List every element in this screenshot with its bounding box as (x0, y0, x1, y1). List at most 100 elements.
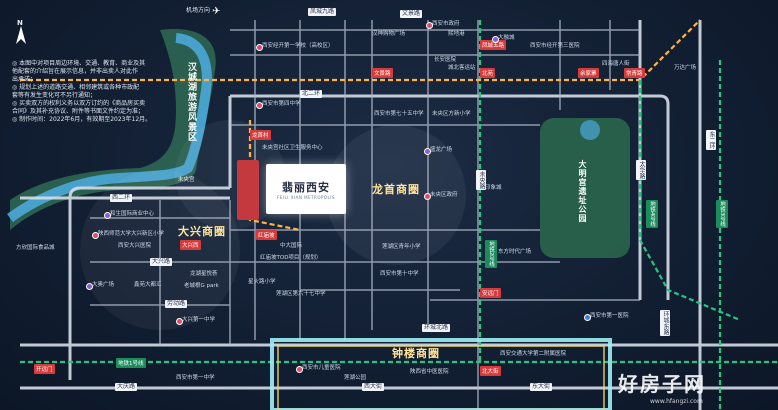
compass-label: N (17, 19, 23, 27)
poi-marker[interactable] (426, 22, 433, 29)
metro-line1-tag: 地铁1号线 (116, 358, 146, 368)
poi-label: 西安市第一医院 (590, 313, 629, 319)
disclaimer-line: ◎ 制作时间：2022年6月，有效期至2023年12月。 (12, 116, 152, 123)
poi-label: 汉神购物广场 (372, 31, 406, 37)
project-marker[interactable] (237, 160, 259, 220)
road-weiyang: 未央路 (476, 170, 486, 190)
poi-label: 城北客运站 (448, 65, 476, 71)
poi-label: 红庙坡TOD项目（规划） (260, 255, 322, 261)
poi-label: 盛龙广场 (430, 147, 453, 153)
poi-marker[interactable] (92, 232, 99, 239)
poi-label: 大融城 (498, 35, 515, 41)
station-beiyuan: 北苑 (480, 68, 496, 78)
river-shape (7, 33, 212, 223)
poi-marker[interactable] (492, 36, 499, 43)
project-sub: FEILI XIAN METROPOLIS (277, 194, 335, 200)
poi-label: 大兴第一中学 (182, 317, 216, 323)
road-bei2: 北二环 (300, 90, 323, 98)
poi-label: 未央区政府 (430, 192, 458, 198)
poi-label: 大奥广场 (92, 282, 115, 288)
road-dong2: 东二环 (706, 130, 716, 150)
road-daqing: 大庆路 (115, 383, 138, 391)
disclaimer-line: 出承诺； (12, 76, 37, 83)
poi-label: 西安交通大学第二附属医院 (500, 351, 567, 357)
metro-line2-tag: 地铁2号线 (485, 240, 497, 268)
poi-label: 莲湖公园 (344, 375, 367, 381)
station-yuhuazhai: 余家寨 (578, 68, 599, 78)
watermark-brand: 好房子网 (618, 372, 706, 396)
poi-marker[interactable] (424, 193, 431, 200)
poi-marker[interactable] (256, 102, 263, 109)
airport-label: 机场方向 (186, 7, 211, 14)
plane-icon: ✈ (212, 6, 221, 17)
poi-marker[interactable] (256, 44, 263, 51)
poi-label: 西安市第一中学 (176, 375, 215, 381)
poi-label: 长安医院 (434, 57, 457, 63)
poi-marker[interactable] (104, 212, 111, 219)
poi-label: 西安经开第一学校（高校区） (262, 43, 334, 49)
disclaimer-line: ◎ 买卖双方的权利义务以双方订约的《商品房买卖 (12, 100, 146, 107)
compass-icon (16, 26, 26, 44)
metro-line4-tag: 地铁4号线 (646, 200, 658, 228)
district-longshou: 龙首商圈 (372, 183, 420, 196)
poi-label: 西安大兴医院 (118, 243, 152, 249)
poi-label: 莲湖区第六十七中学 (276, 291, 326, 297)
project-card[interactable]: 翡丽西安 FEILI XIAN METROPOLIS (266, 164, 346, 214)
poi-label: 西安市儿童医院 (302, 365, 341, 371)
disclaimer-line: 他配套的介绍旨在展示信息，并非出卖人对此作 (12, 68, 139, 75)
poi-marker[interactable] (584, 314, 591, 321)
station-kaiyuanmen: 开远门 (34, 364, 55, 374)
poi-marker[interactable] (296, 366, 303, 373)
road-fengcheng9: 凤城九路 (308, 8, 337, 16)
road-daxing: 大兴路 (150, 258, 173, 266)
station-longshoucun: 龙首村 (250, 130, 271, 140)
station-wenjing: 文景路 (372, 68, 393, 78)
poi-label: 西安市第十中学 (380, 271, 419, 277)
scenic-sub-label: 未央宫 (178, 177, 195, 183)
road-huancheng-n: 环城北路 (422, 324, 451, 332)
poi-label: 西安市第四中学 (262, 101, 301, 107)
poi-label: 未央区方新小学 (432, 111, 471, 117)
poi-label: 中大国际 (280, 243, 303, 249)
disclaimer-line: ◎ 规划上述的道路交通、相邻建筑或各种市政配 (12, 84, 140, 91)
daming-park-label: 大明宫遗址公园 (578, 160, 587, 223)
poi-label: 未央宫社区卫生服务中心 (262, 145, 323, 151)
poi-label: 老城根G park (184, 283, 219, 289)
station-anyuanmen: 安远门 (480, 288, 501, 298)
poi-label: 星火路小学 (248, 279, 276, 285)
disclaimer-line: 套等有发生变化可不另行通知； (12, 92, 97, 99)
scenic-area-label: 汉城湖旅游风景区 (186, 62, 196, 142)
poi-label: 方欣国际食品城 (16, 245, 55, 251)
disclaimer-line: 合同》及其补充协议、附件等书面文件约定为准； (12, 108, 145, 115)
road-wenjing: 文景路 (400, 10, 423, 18)
poi-label: 西安市政府 (432, 21, 460, 27)
district-zhonglou: 钟楼商圈 (392, 347, 440, 360)
poi-label: 西安市第七十五中学 (374, 111, 424, 117)
station-fengcheng5: 凤城五路 (480, 40, 507, 50)
poi-label: 印象城 (485, 185, 502, 191)
poi-label: 陕西省中医医院 (410, 369, 449, 375)
poi-label: 鑫苑大都汇 (134, 282, 162, 288)
poi-label: 四海唐人街 (602, 61, 630, 67)
road-dongdajie: 东大街 (530, 383, 553, 391)
poi-label: 龙湖星悦荟 (190, 271, 218, 277)
road-xidajie: 西大街 (362, 383, 385, 391)
poi-marker[interactable] (176, 318, 183, 325)
station-beidajie: 北大街 (480, 366, 501, 376)
poi-label: 和生国际商业中心 (110, 211, 155, 217)
disclaimer-line: ◎ 本图中对项目周边环境、交通、教育、商业及其 (12, 60, 146, 67)
poi-label: 万达广场 (674, 65, 697, 71)
road-zaoyuan: 劳动路 (165, 300, 188, 308)
station-hongmiaopo: 红庙坡 (256, 230, 277, 240)
road-huancheng-e: 环城东路 (660, 310, 670, 336)
project-name: 翡丽西安 (282, 180, 330, 194)
poi-marker[interactable] (86, 283, 93, 290)
poi-marker[interactable] (424, 148, 431, 155)
watermark-url: www.hfangzi.com (650, 398, 703, 405)
road-xi2: 西二环 (110, 194, 133, 202)
station-daxingxi: 大兴西 (180, 240, 201, 250)
poi-label: 东方时代广场 (498, 249, 532, 255)
metro-line3-tag: 地铁3号线 (716, 200, 728, 228)
